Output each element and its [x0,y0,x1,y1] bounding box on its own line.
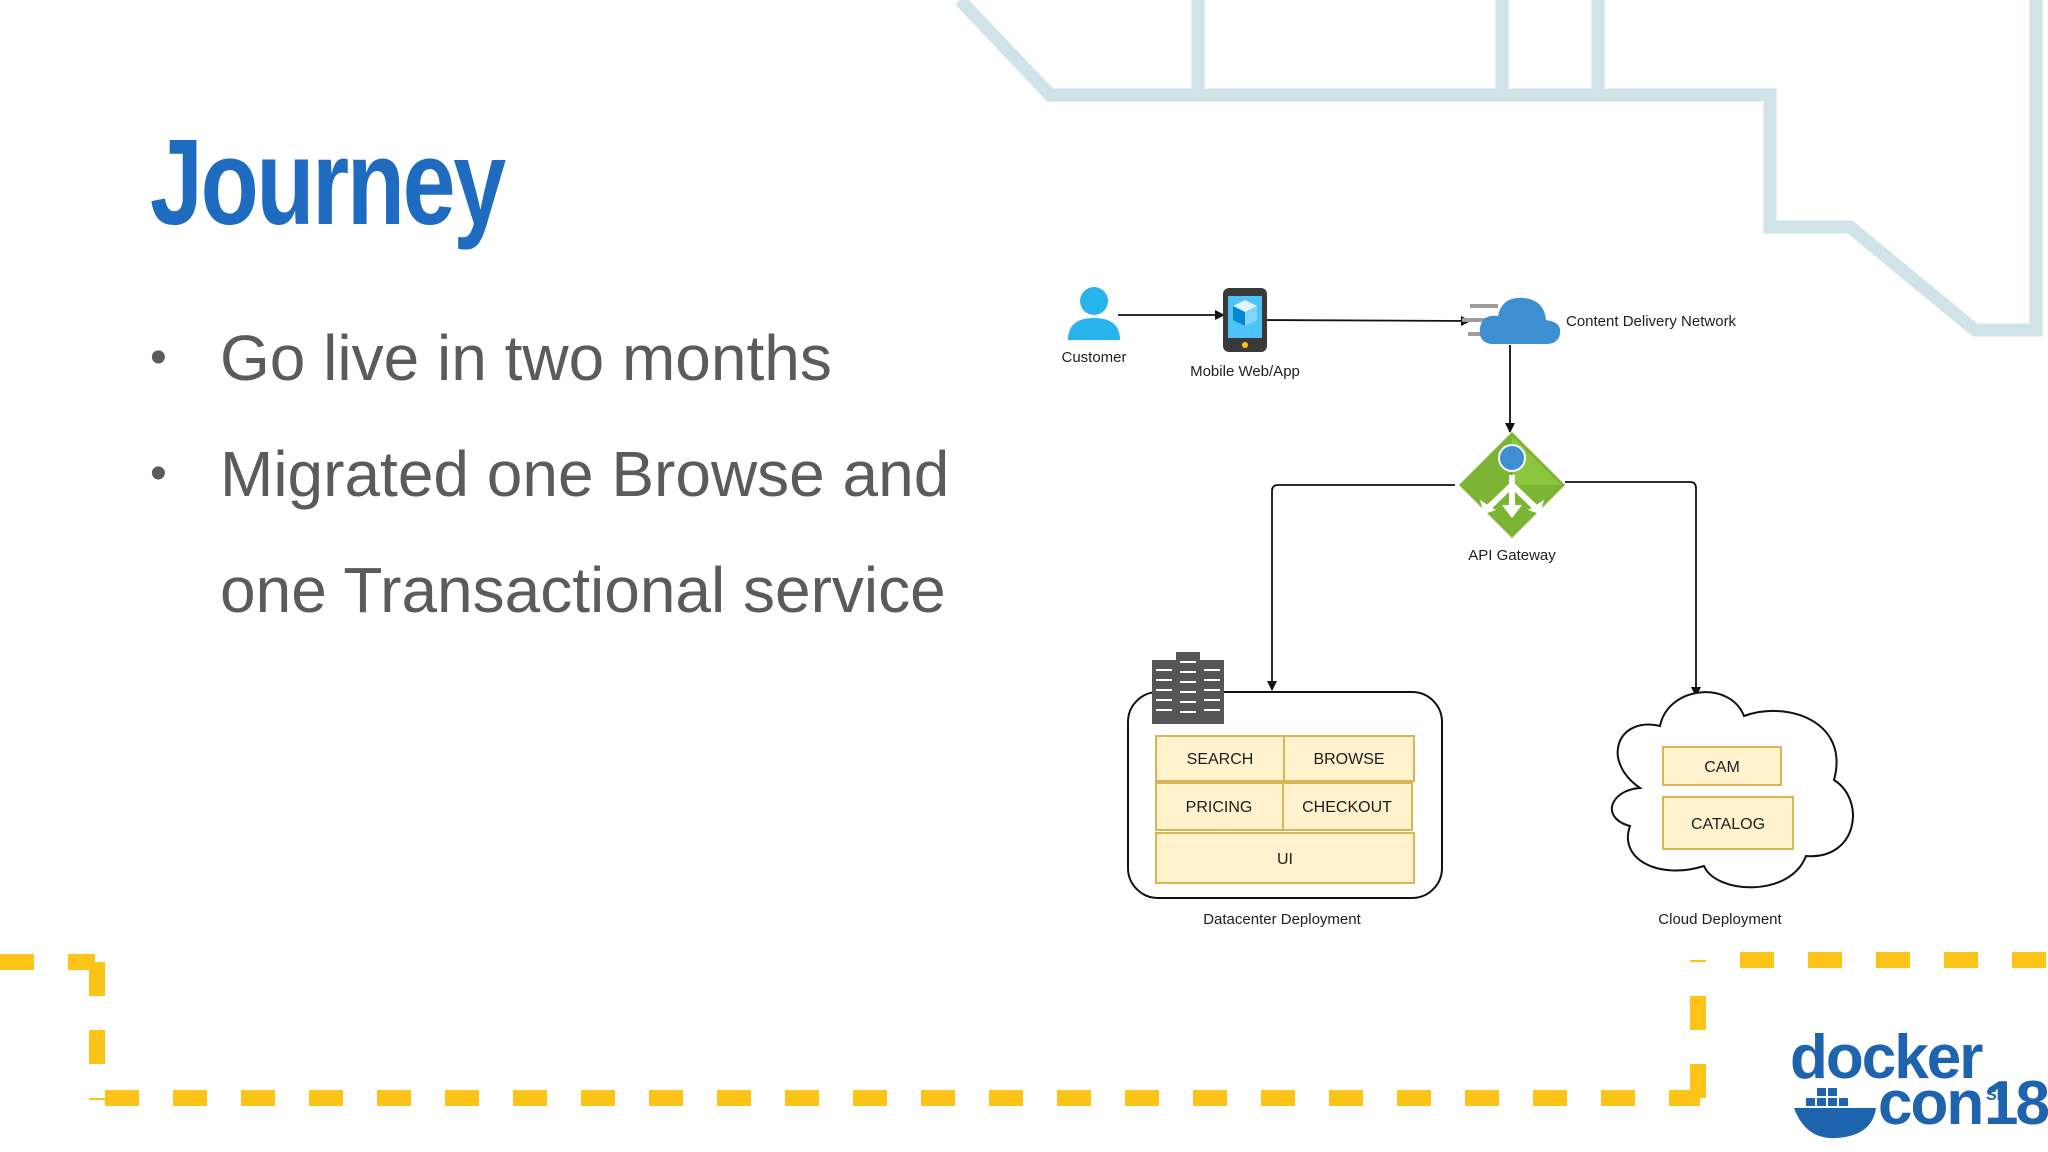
slide-title: Journey [150,114,506,250]
gateway-label: API Gateway [1468,547,1556,564]
cdn-label: Content Delivery Network [1566,313,1737,330]
logo-line2: con [1878,1069,1982,1138]
connectors [1118,310,1701,697]
service-box-cam [1662,746,1782,786]
service-label-pricing: PRICING [1186,799,1253,816]
logo-line1: docker [1790,1023,1983,1092]
service-label-ui: UI [1277,851,1293,868]
service-box-search [1155,735,1285,782]
cloud-node: CAM CATALOG Cloud Deployment [1610,691,1854,928]
server-rack-icon [1152,652,1224,724]
bullet-list: Go live in two months Migrated one Brows… [150,300,1000,648]
service-label-checkout: CHECKOUT [1302,799,1392,816]
service-box-checkout [1282,782,1413,831]
gateway-node: API Gateway [1459,432,1565,564]
service-box-ui [1155,832,1415,884]
cdn-node: Content Delivery Network [1462,297,1737,344]
whale-icon [1794,1088,1876,1139]
dockercon-logo: docker con SF 18 [1790,1023,2048,1139]
customer-label: Customer [1061,349,1126,366]
mobile-label: Mobile Web/App [1190,363,1300,380]
service-label-browse: BROWSE [1313,751,1384,768]
person-icon [1068,287,1120,340]
logo-city: SF [1986,1087,2007,1104]
api-gateway-icon [1459,432,1565,538]
cloud-container [1610,691,1854,889]
bullet-item: Migrated one Browse and one Transactiona… [150,416,1000,648]
service-label-search: SEARCH [1187,751,1254,768]
yellow-dashed-path [0,952,2048,1106]
cloud-label: Cloud Deployment [1658,911,1782,928]
mobile-device-icon [1223,288,1267,352]
edge-mobile-cdn [1261,315,1471,326]
service-box-browse [1283,735,1415,782]
mobile-node: Mobile Web/App [1190,288,1300,380]
customer-node: Customer [1061,287,1127,366]
datacenter-label: Datacenter Deployment [1203,911,1361,928]
cloud-speed-icon [1462,297,1561,344]
edge-gateway-datacenter [1267,484,1455,691]
service-label-catalog: CATALOG [1691,816,1765,833]
service-label-cam: CAM [1704,759,1740,776]
bullet-item: Go live in two months [150,300,1000,416]
datacenter-node: SEARCH BROWSE PRICING CHECKOUT UI Datace… [1127,652,1443,928]
edge-gateway-cloud [1565,481,1701,697]
teal-track-lines [955,0,2043,337]
logo-year: 18 [1984,1069,2048,1138]
service-box-catalog [1662,796,1794,850]
